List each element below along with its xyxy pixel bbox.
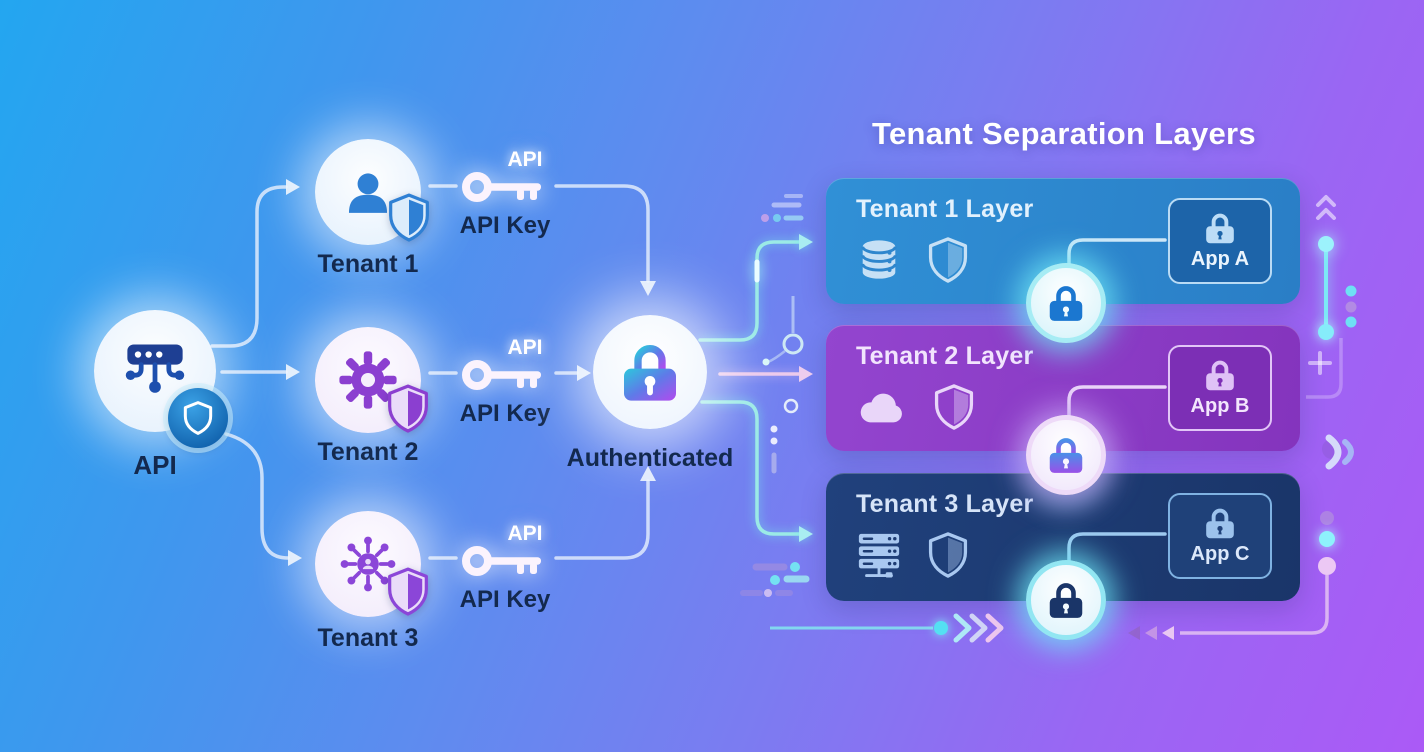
api-node-label: API bbox=[133, 450, 177, 480]
tenant-2-shield-badge bbox=[388, 384, 428, 433]
layer-icon-row bbox=[856, 531, 970, 579]
tenant-3-shield-badge bbox=[388, 567, 428, 616]
database-icon bbox=[861, 240, 897, 279]
tenant-2-label: Tenant 2 bbox=[317, 438, 419, 466]
api-key-label: API Key bbox=[459, 212, 551, 239]
diagram-title: Tenant Separation Layers bbox=[872, 116, 1256, 151]
padlock-icon bbox=[624, 345, 676, 401]
network-hub-icon bbox=[340, 536, 396, 592]
api-key-tag: API bbox=[507, 336, 543, 359]
tenant-3-label: Tenant 3 bbox=[317, 624, 419, 652]
lock-icon bbox=[1203, 358, 1237, 392]
lock-icon bbox=[1046, 283, 1086, 323]
api-key-label: API Key bbox=[459, 400, 551, 427]
app-c-box: App C bbox=[1168, 493, 1272, 579]
user-icon bbox=[348, 173, 388, 213]
tenant-1-label: Tenant 1 bbox=[317, 250, 419, 278]
layer-title: Tenant 1 Layer bbox=[856, 195, 1034, 223]
layer-icon-row bbox=[856, 383, 976, 431]
lock-icon bbox=[1046, 580, 1086, 620]
api-key-label: API Key bbox=[459, 586, 551, 613]
cloud-icon bbox=[860, 393, 902, 423]
app-label: App C bbox=[1190, 543, 1250, 565]
app-a-box: App A bbox=[1168, 198, 1272, 284]
key-icon bbox=[461, 353, 549, 397]
circuit-dots-top bbox=[761, 194, 804, 222]
layer-title: Tenant 3 Layer bbox=[856, 490, 1034, 518]
isolation-lock-badge-1 bbox=[1026, 263, 1106, 343]
api-shield-badge bbox=[168, 388, 228, 448]
app-label: App B bbox=[1190, 395, 1250, 417]
app-label: App A bbox=[1190, 248, 1250, 270]
lock-icon bbox=[1049, 438, 1083, 473]
key-icon bbox=[461, 539, 549, 583]
api-key-tag: API bbox=[507, 148, 543, 171]
api-key-tag: API bbox=[507, 522, 543, 545]
isolation-lock-badge-2 bbox=[1026, 415, 1106, 495]
gear-icon bbox=[339, 351, 397, 409]
server-rack-icon bbox=[858, 533, 900, 578]
layer-icon-row bbox=[856, 236, 970, 284]
right-side-decorations bbox=[1306, 195, 1357, 547]
shield-icon bbox=[932, 383, 976, 431]
circuit-dots-bottom-left bbox=[740, 562, 810, 597]
auth-to-layer-arrows bbox=[698, 234, 813, 542]
lock-icon bbox=[1203, 211, 1237, 245]
tenant-1-circle bbox=[315, 139, 421, 245]
shield-icon bbox=[183, 401, 213, 435]
flow-arrows bbox=[210, 179, 656, 566]
shield-icon bbox=[926, 236, 970, 284]
authenticated-circle bbox=[593, 315, 707, 429]
isolation-lock-badge-3 bbox=[1026, 560, 1106, 640]
api-node-circle bbox=[94, 310, 216, 432]
lock-icon bbox=[1203, 506, 1237, 540]
shield-icon bbox=[926, 531, 970, 579]
app-b-box: App B bbox=[1168, 345, 1272, 431]
layer-title: Tenant 2 Layer bbox=[856, 342, 1034, 370]
authenticated-label: Authenticated bbox=[566, 444, 734, 472]
tenant-2-circle bbox=[315, 327, 421, 433]
key-icon bbox=[461, 165, 549, 209]
api-server-icon bbox=[125, 344, 185, 393]
tenant-1-shield-badge bbox=[389, 193, 429, 242]
circuit-nodes-middle bbox=[762, 296, 804, 474]
